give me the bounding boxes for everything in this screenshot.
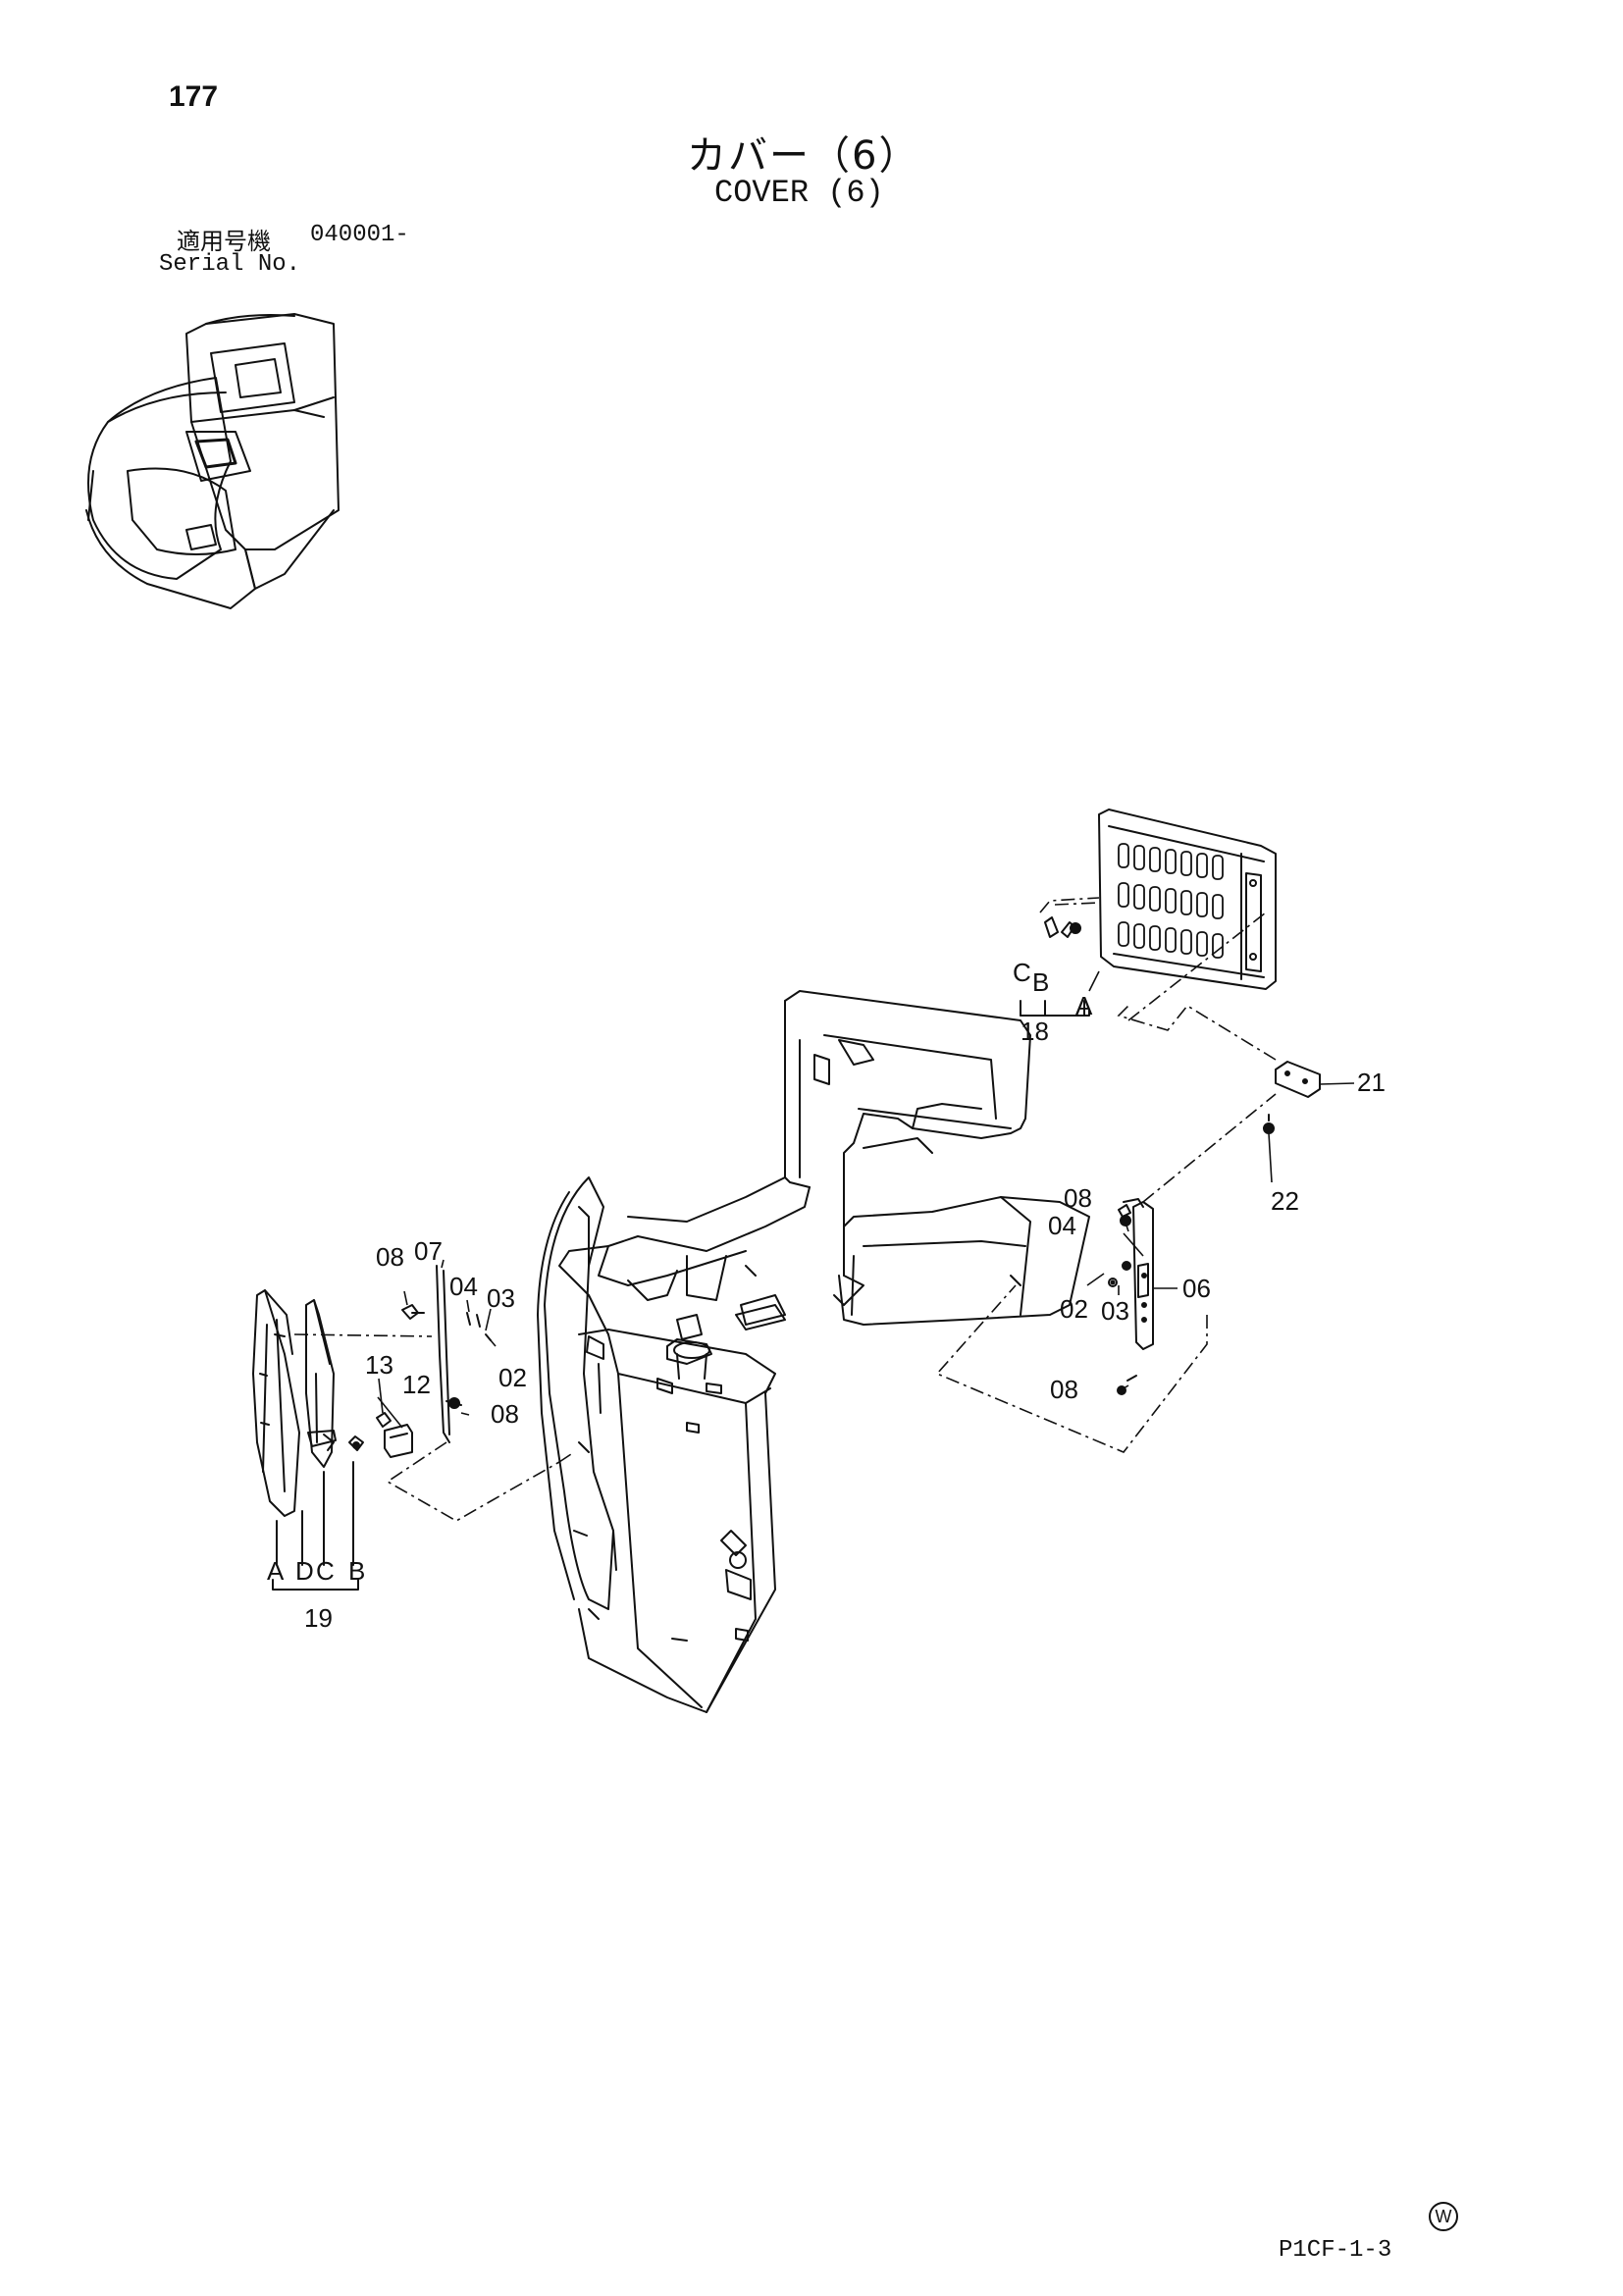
- callout-21: 21: [1357, 1068, 1386, 1097]
- callout-06: 06: [1182, 1274, 1211, 1303]
- callout-left-02: 02: [498, 1363, 527, 1392]
- callout-19: 19: [304, 1603, 333, 1633]
- leader-lines: [377, 970, 1355, 1429]
- counterweight-frame: [537, 990, 1090, 1713]
- latch-assembly-left: [376, 1265, 492, 1458]
- page-number: 177: [169, 80, 219, 113]
- callout-18: 18: [1021, 1017, 1049, 1046]
- callout-19-b: B: [348, 1556, 365, 1586]
- callout-left-08-top: 08: [376, 1242, 404, 1272]
- side-cover-19: [252, 1289, 364, 1517]
- callout-19-a: A: [267, 1556, 285, 1586]
- title-japanese: カバー（6）: [687, 133, 920, 179]
- callout-right-04: 04: [1048, 1211, 1076, 1240]
- sheet-code: P1CF-1-3: [1279, 2237, 1392, 2264]
- alignment-lines: [293, 897, 1277, 1522]
- callout-18-b: B: [1032, 967, 1049, 997]
- callout-left-08-bottom: 08: [491, 1399, 519, 1429]
- serial-label-japanese: 適用号機: [177, 228, 271, 255]
- machine-locator-thumbnail: [85, 313, 340, 609]
- callout-labels: 21 22 C B A 18 08 04 06 02 03 08 08 07 0…: [267, 958, 1386, 1633]
- serial-label-english: Serial No.: [159, 251, 301, 278]
- grille-cover: [1044, 809, 1277, 990]
- footer-circled-mark: W: [1429, 2202, 1458, 2231]
- callout-22: 22: [1271, 1186, 1299, 1216]
- callout-left-04: 04: [449, 1272, 478, 1301]
- callout-18-c: C: [1013, 958, 1031, 987]
- group-brackets: [272, 1000, 1090, 1591]
- title-english: COVER (6): [714, 175, 884, 211]
- plate-21: [1263, 1061, 1321, 1134]
- callout-12: 12: [402, 1370, 431, 1399]
- callout-right-08-bottom: 08: [1050, 1375, 1078, 1404]
- callout-19-c: C: [316, 1556, 335, 1586]
- callout-07: 07: [414, 1236, 443, 1266]
- callout-right-08-top: 08: [1064, 1183, 1092, 1213]
- callout-left-03: 03: [487, 1283, 515, 1313]
- callout-18-a: A: [1075, 991, 1093, 1020]
- callout-right-02: 02: [1060, 1294, 1088, 1324]
- callout-right-03: 03: [1101, 1296, 1129, 1326]
- callout-19-d: D: [295, 1556, 314, 1586]
- serial-number-range: 040001-: [310, 222, 409, 248]
- callout-13: 13: [365, 1350, 393, 1380]
